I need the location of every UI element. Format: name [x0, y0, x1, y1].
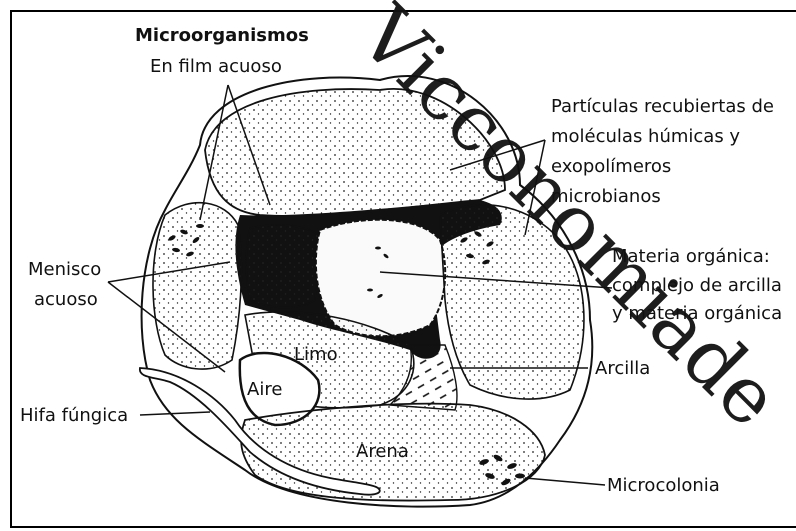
label-particulas-2: moléculas húmicas y: [551, 125, 740, 148]
label-en-film: En film acuoso: [150, 55, 282, 78]
silt-block: [246, 225, 320, 307]
label-particulas-4: microbianos: [551, 185, 661, 208]
label-menisco-1: Menisco: [28, 258, 101, 281]
label-particulas-1: Partículas recubiertas de: [551, 95, 774, 118]
label-microorganismos: Microorganismos: [135, 24, 309, 47]
label-particulas-3: exopolímeros: [551, 155, 671, 178]
label-menisco-2: acuoso: [34, 288, 98, 311]
label-materia-2: complejo de arcilla: [612, 274, 782, 297]
label-microcolonia: Microcolonia: [607, 474, 720, 497]
label-arena: Arena: [356, 440, 409, 463]
label-limo: Limo: [294, 343, 338, 366]
label-materia-1: Materia orgánica:: [612, 245, 770, 268]
left-particle: [153, 203, 241, 369]
label-hifa: Hifa fúngica: [20, 404, 128, 427]
label-materia-3: y materia orgánica: [612, 302, 782, 325]
label-aire: Aire: [247, 378, 282, 401]
label-arcilla: Arcilla: [595, 357, 650, 380]
